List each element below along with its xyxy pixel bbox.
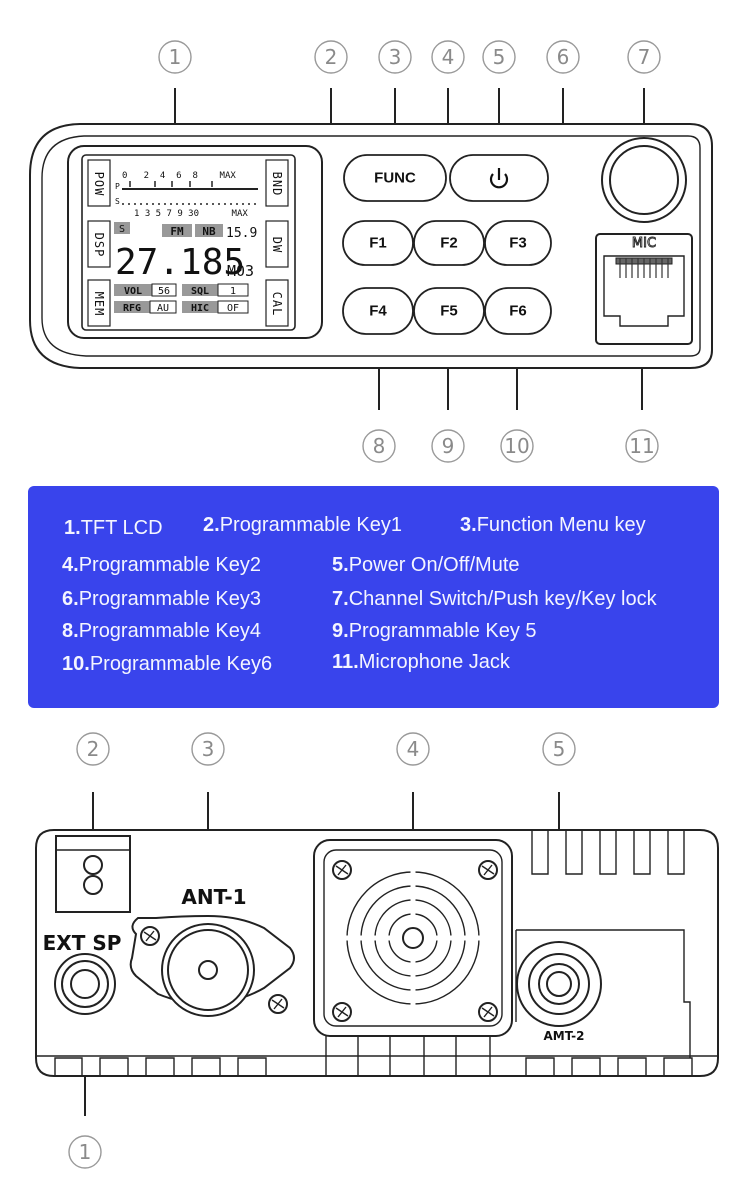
amt-2-connector: AMT-2 <box>516 941 602 1043</box>
cooling-fan <box>313 839 513 1076</box>
f5-key-label: F5 <box>440 303 458 320</box>
callout-10: 10 <box>504 434 529 458</box>
legend-item-11: 11.Microphone Jack <box>332 651 510 673</box>
rear-panel-diagram: EXT SP ANT-1 <box>35 732 719 1169</box>
f6-key-label: F6 <box>509 303 527 320</box>
callout-7: 7 <box>638 45 651 69</box>
callout-11: 11 <box>629 434 654 458</box>
lcd-s-label: S <box>115 197 120 206</box>
lcd-hic-label: HIC <box>191 303 209 314</box>
lcd-side-dw: DW <box>270 237 284 253</box>
power-icon <box>489 168 509 189</box>
lcd-nb-value: 15.9 <box>226 226 257 241</box>
f3-key-label: F3 <box>509 235 527 252</box>
lcd-vol-value: 56 <box>158 286 170 297</box>
channel-knob <box>601 137 687 223</box>
lcd-scale-top: 0 2 4 6 8 MAX <box>122 171 236 181</box>
lcd-s-badge: S <box>119 224 125 235</box>
tft-lcd: POW DSP MEM BND DW CAL 0 2 4 6 8 MAX P S… <box>67 145 323 339</box>
func-key-label: FUNC <box>374 170 416 187</box>
lcd-rfg-label: RFG <box>123 303 141 314</box>
rear-callout-5: 5 <box>553 737 566 761</box>
front-callouts: 1 2 3 4 5 6 7 8 9 10 11 <box>158 40 661 463</box>
lcd-sql-value: 1 <box>230 286 236 297</box>
lcd-rfg-value: AU <box>157 303 169 314</box>
rear-callouts: 2 3 4 5 1 <box>68 732 576 1169</box>
lcd-scale-bottom: 1 3 5 7 9 30 MAX <box>134 209 248 219</box>
legend-item-10: 10.Programmable Key6 <box>62 653 273 675</box>
legend-panel: 1.TFT LCD 2.Programmable Key1 3.Function… <box>28 486 719 708</box>
f2-key-label: F2 <box>440 235 458 252</box>
callout-9: 9 <box>442 434 455 458</box>
legend-item-6: 6.Programmable Key3 <box>62 588 261 610</box>
lcd-sql-label: SQL <box>191 286 209 297</box>
lcd-nb-badge: NB <box>202 225 216 238</box>
ant-1-connector: ANT-1 <box>129 885 295 1017</box>
lcd-side-mem: MEM <box>92 292 106 317</box>
lcd-side-pow: POW <box>92 172 106 197</box>
lcd-frequency: 27.185 <box>115 242 245 283</box>
legend-item-7: 7.Channel Switch/Push key/Key lock <box>332 588 657 610</box>
ant-1-label: ANT-1 <box>181 885 246 909</box>
rear-callout-1: 1 <box>79 1140 92 1164</box>
f4-key-label: F4 <box>369 303 387 320</box>
legend-item-8: 8.Programmable Key4 <box>62 620 261 642</box>
front-panel-diagram: POW DSP MEM BND DW CAL 0 2 4 6 8 MAX P S… <box>29 40 713 463</box>
lcd-vol-label: VOL <box>124 286 142 297</box>
callout-5: 5 <box>493 45 506 69</box>
f1-key-label: F1 <box>369 235 387 252</box>
lcd-side-cal: CAL <box>270 292 284 317</box>
keypad: FUNC F1 F2 F3 F4 F5 F6 <box>342 154 552 335</box>
legend-item-2: 2.Programmable Key1 <box>203 514 402 536</box>
legend-item-5: 5.Power On/Off/Mute <box>332 554 520 576</box>
rear-callout-3: 3 <box>202 737 215 761</box>
rear-callout-2: 2 <box>87 737 100 761</box>
ext-sp-jack: EXT SP <box>43 931 122 1015</box>
callout-8: 8 <box>373 434 386 458</box>
callout-1: 1 <box>169 45 182 69</box>
ext-sp-label: EXT SP <box>43 931 122 955</box>
mic-label: MIC <box>632 236 656 251</box>
lcd-side-dsp: DSP <box>92 233 106 258</box>
amt-2-label: AMT-2 <box>544 1029 585 1043</box>
callout-6: 6 <box>557 45 570 69</box>
mic-jack: MIC <box>595 233 693 345</box>
callout-3: 3 <box>389 45 402 69</box>
power-terminal-block <box>55 835 131 913</box>
callout-2: 2 <box>325 45 338 69</box>
lcd-fm-badge: FM <box>170 225 184 238</box>
legend-item-9: 9.Programmable Key 5 <box>332 620 537 642</box>
legend-item-1: 1.TFT LCD <box>64 517 163 539</box>
lcd-side-bnd: BND <box>270 172 284 197</box>
lcd-hic-value: OF <box>227 303 239 314</box>
legend-item-4: 4.Programmable Key2 <box>62 554 261 576</box>
rear-callout-4: 4 <box>407 737 420 761</box>
lcd-p-label: P <box>115 182 120 191</box>
callout-4: 4 <box>442 45 455 69</box>
lcd-channel: M03 <box>227 262 254 280</box>
legend-item-3: 3.Function Menu key <box>460 514 646 536</box>
